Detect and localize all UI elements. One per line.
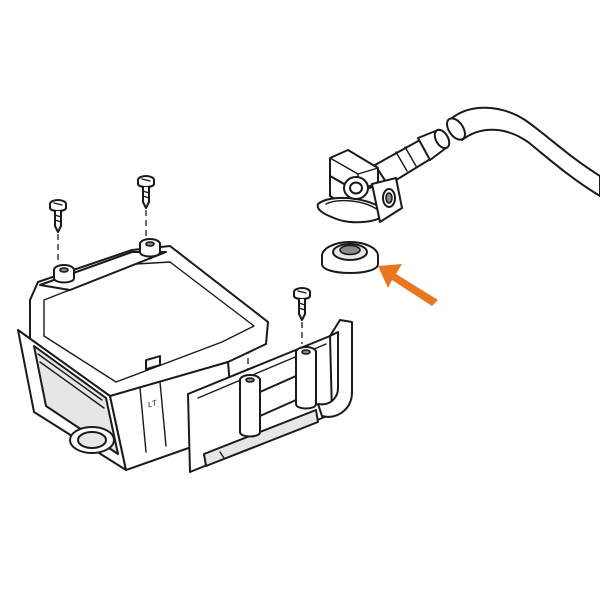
callout-arrow — [378, 264, 438, 306]
bracket — [187, 319, 353, 473]
hose — [446, 106, 600, 197]
screw — [293, 287, 311, 344]
module-label: LT — [148, 398, 157, 409]
housing: LT — [17, 238, 269, 471]
screw — [49, 199, 67, 262]
screw — [137, 175, 155, 236]
grommet — [321, 241, 379, 274]
connector-nozzle — [316, 128, 451, 224]
